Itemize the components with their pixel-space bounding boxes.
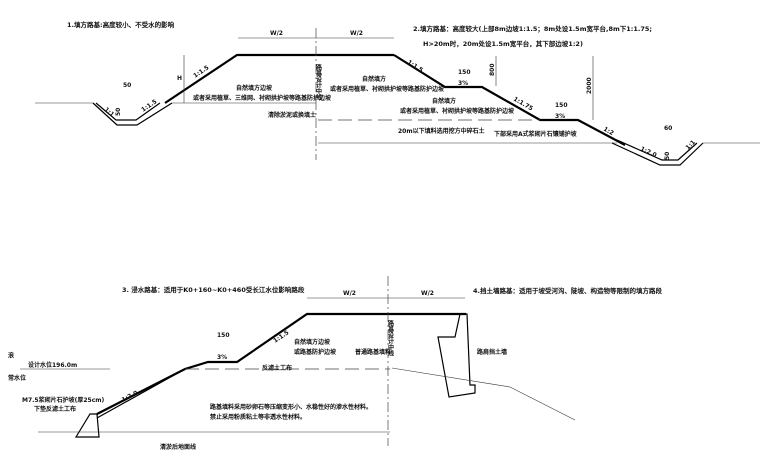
slope-note: 自然填方 (432, 97, 456, 105)
ground-note: 清淤后地面线 (160, 443, 196, 451)
slope-label: 1:1.5 (272, 329, 290, 344)
dim-height: 2000 (586, 77, 593, 94)
d3-title: 3. 浸水路基：适用于K0+160~K0+460受长江水位影响路段 (122, 285, 305, 294)
fill-note: 禁止采用粉质粘土等非透水性材料。 (209, 413, 306, 421)
centerline-1: 路基设计中线 (315, 28, 323, 160)
slope-note: 自然填方边坡 (236, 84, 272, 92)
d1-title: 1.填方路基:高度较小、不受水的影响 (67, 20, 175, 29)
drainage-ditch (611, 139, 704, 166)
slope-note: 或者采用植草、三维网、衬砌拱护坡等路基防护边坡 (193, 94, 331, 102)
d2-title-1: 2.填方路基：高度较大(上部8m边坡1:1.5；8m处设1.5m宽平台,8m下1… (413, 24, 652, 33)
protection-note: M7.5浆砌片石护坡(厚25cm) (22, 396, 105, 404)
diagram-1: 1.填方路基:高度较小、不受水的影响 W/2 W/2 H 1:1.5 1:1.5… (35, 20, 394, 126)
slope-note: 自然填方 (362, 75, 386, 83)
centerline-2: 路基设计中线 (387, 276, 395, 446)
design-water-level: 设计水位196.0m (28, 361, 77, 369)
slope-label: 1:1.5 (406, 59, 424, 74)
slope-note: 自然填方边坡 (294, 338, 330, 346)
d4-title: 4.挡土墙路基：适用于坡受河沟、陡坡、构造物等限制的填方路段 (473, 286, 662, 295)
dim-w-right: W/2 (421, 290, 434, 297)
d2-title-2: H>20m时，20m处设1.5m宽平台，其下部边坡1:2) (423, 39, 583, 48)
diagram-4: 4.挡土墙路基：适用于坡受河沟、陡坡、构造物等限制的填方路段 W/2 路肩挡土墙 (388, 286, 662, 421)
dim-w-left: W/2 (343, 290, 356, 297)
slope-note: 或者采用植草、衬砌拱护坡等路基防护边坡 (330, 85, 444, 93)
slope-label: 1:2 (602, 126, 615, 137)
geotextile-label: 反滤土工布 (262, 364, 292, 372)
normal-water-level: 常水位 (8, 374, 26, 382)
dim-ditch-depth: 50 (115, 108, 122, 116)
grade-label: 3% (555, 113, 565, 120)
ground-note: 清除淤泥或换填土 (268, 111, 316, 119)
grade-label: 3% (217, 354, 227, 361)
dim-ditch-width: 50 (123, 82, 131, 89)
protection-note: 下垫反滤土工布 (34, 405, 76, 413)
embankment-outline (164, 53, 394, 104)
toe-wall (74, 413, 100, 438)
dim-ditch-width: 60 (664, 125, 672, 132)
dim-bench: 150 (458, 69, 471, 76)
slope-label: 1:1 (684, 139, 697, 152)
diagram-2: 2.填方路基：高度较大(上部8m边坡1:1.5；8m处设1.5m宽平台,8m下1… (318, 24, 760, 166)
retaining-wall (437, 313, 476, 398)
dim-bench: 150 (217, 332, 230, 339)
slope-note: 或者采用植草、衬砌拱护坡等路基防护边坡 (400, 107, 514, 115)
dim-height: H (177, 75, 182, 82)
fill-note: 普通路基填料 (355, 348, 391, 356)
embankment-outline (393, 54, 626, 146)
dim-ditch-depth: 50 (664, 152, 671, 160)
diagram-3: 3. 浸水路基：适用于K0+160~K0+460受长江水位影响路段 W/2 1:… (7, 285, 466, 451)
embankment-outline (96, 312, 466, 415)
protection-note: 下部采用A式浆砌片石镶铺护坡 (494, 130, 577, 138)
drainage-ditch (92, 102, 173, 126)
ground-line (391, 367, 576, 421)
slope-note: 或路基防护边坡 (294, 348, 336, 356)
slope-label: 1:1.5 (192, 64, 210, 79)
fill-note: 20m以下填料选用挖方中碎石土 (398, 127, 485, 135)
wall-label: 路肩挡土墙 (477, 348, 507, 356)
centerline-label: 路基设计中线 (387, 319, 395, 357)
slope-label: 1:2.0 (121, 390, 139, 404)
dim-w-left: W/2 (270, 30, 283, 37)
dim-height: 800 (489, 63, 496, 76)
dim-bench: 150 (555, 102, 568, 109)
slope-label: 1:1 (103, 106, 116, 118)
fill-note: 路基填料采用砂卵石等压缩变形小、水稳性好的渗水性材料。 (210, 403, 372, 411)
grade-label: 3% (458, 80, 468, 87)
wave-label: 浪 (7, 351, 14, 359)
centerline-label: 路基设计中线 (315, 63, 323, 101)
dim-w-right: W/2 (350, 30, 363, 37)
